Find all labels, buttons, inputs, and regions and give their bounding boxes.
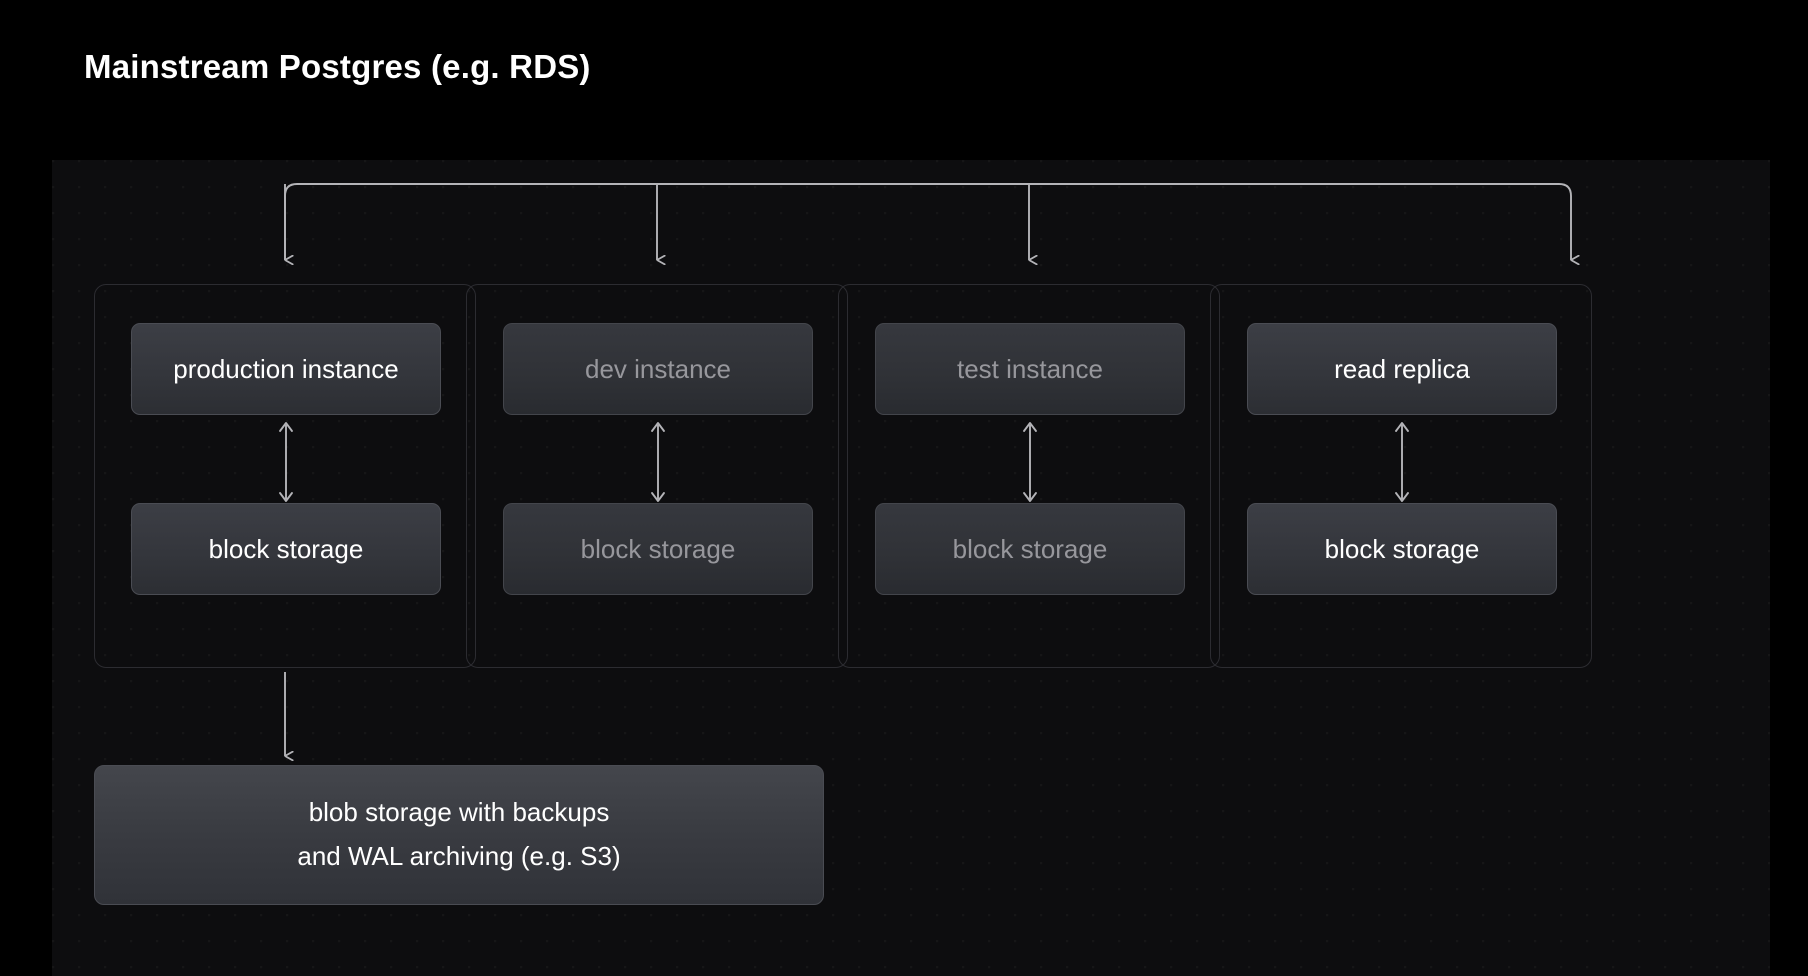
node-label: production instance — [173, 353, 399, 384]
node-card-block-storage[interactable]: block storage — [1247, 503, 1557, 595]
node-label: block storage — [208, 533, 364, 564]
node-label: block storage — [580, 533, 736, 564]
node-card-block-storage[interactable]: block storage — [131, 503, 441, 595]
bidirectional-arrow-icon — [1395, 422, 1409, 502]
node-card-test-instance[interactable]: test instance — [875, 323, 1185, 415]
node-label: test instance — [957, 353, 1103, 384]
node-card-production-instance[interactable]: production instance — [131, 323, 441, 415]
architecture-diagram-panel: production instance block storage dev in… — [52, 160, 1770, 976]
node-card-block-storage[interactable]: block storage — [875, 503, 1185, 595]
node-card-blob-storage[interactable]: blob storage with backups and WAL archiv… — [94, 765, 824, 905]
node-label: block storage — [952, 533, 1108, 564]
node-card-block-storage[interactable]: block storage — [503, 503, 813, 595]
column-group-dev: dev instance block storage — [466, 284, 848, 668]
blob-storage-line-1: blob storage with backups — [308, 797, 610, 828]
node-label: block storage — [1324, 533, 1480, 564]
bidirectional-arrow-icon — [279, 422, 293, 502]
node-label: dev instance — [585, 353, 731, 384]
column-group-read-replica: read replica block storage — [1210, 284, 1592, 668]
bidirectional-arrow-icon — [1023, 422, 1037, 502]
node-card-dev-instance[interactable]: dev instance — [503, 323, 813, 415]
blob-storage-line-2: and WAL archiving (e.g. S3) — [297, 841, 621, 871]
bidirectional-arrow-icon — [651, 422, 665, 502]
node-label: read replica — [1334, 353, 1470, 384]
node-card-read-replica[interactable]: read replica — [1247, 323, 1557, 415]
page-title: Mainstream Postgres (e.g. RDS) — [84, 48, 591, 85]
column-group-production: production instance block storage — [94, 284, 476, 668]
column-group-test: test instance block storage — [838, 284, 1220, 668]
